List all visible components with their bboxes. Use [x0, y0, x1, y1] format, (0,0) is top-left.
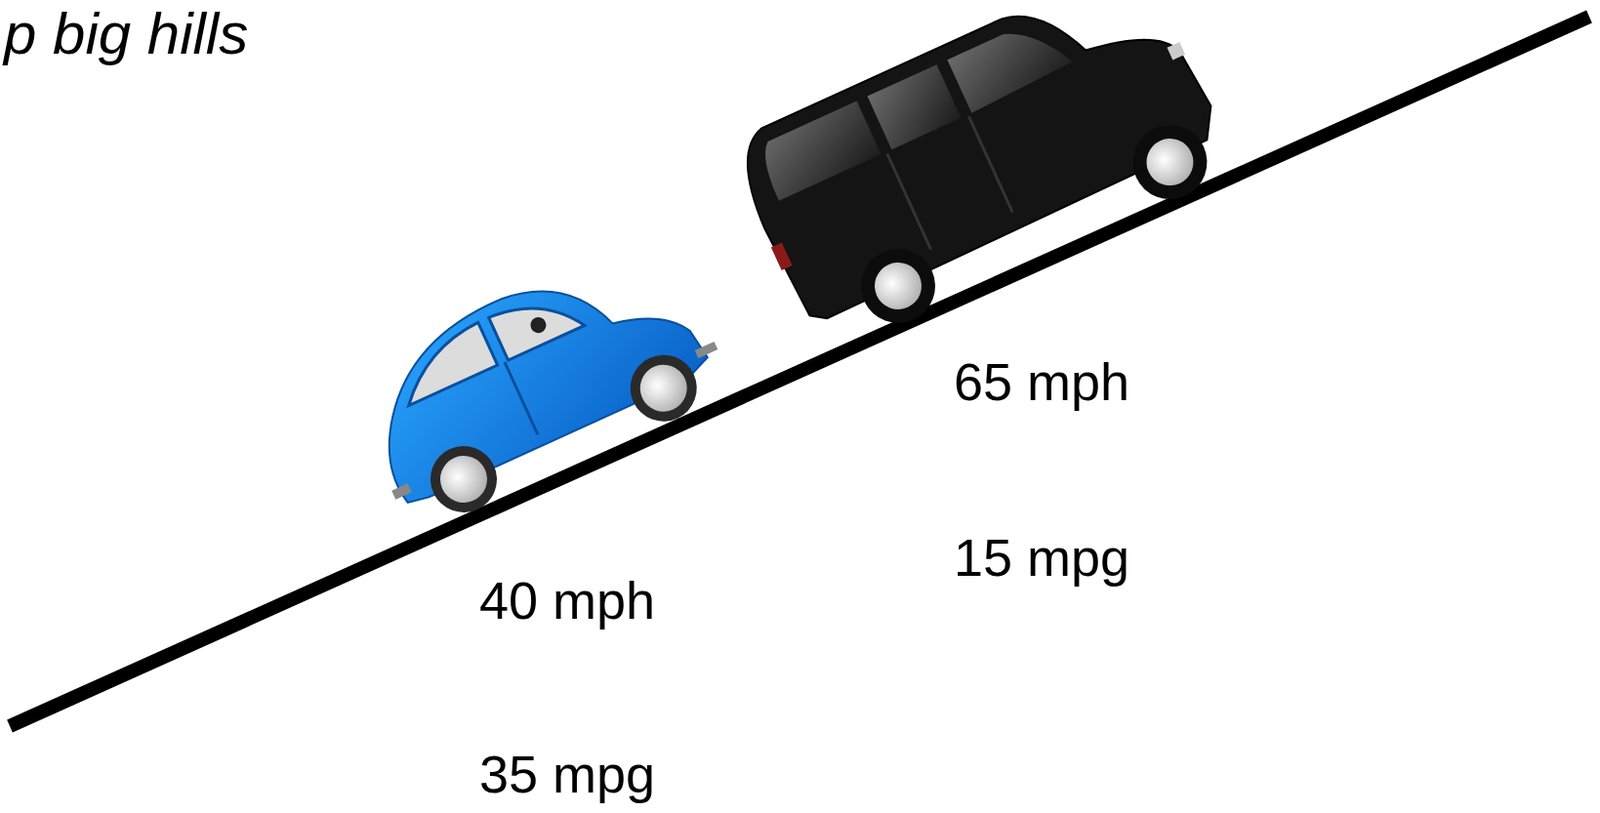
small-blue-car: [337, 225, 737, 538]
mileage-label: 15 mpg: [953, 527, 1130, 588]
black-suv: [724, 0, 1240, 362]
speed-label: 65 mph: [953, 351, 1130, 412]
slide-title: p big hills: [3, 0, 248, 68]
mileage-label: 35 mpg: [479, 743, 656, 805]
speed-label: 40 mph: [479, 570, 656, 631]
